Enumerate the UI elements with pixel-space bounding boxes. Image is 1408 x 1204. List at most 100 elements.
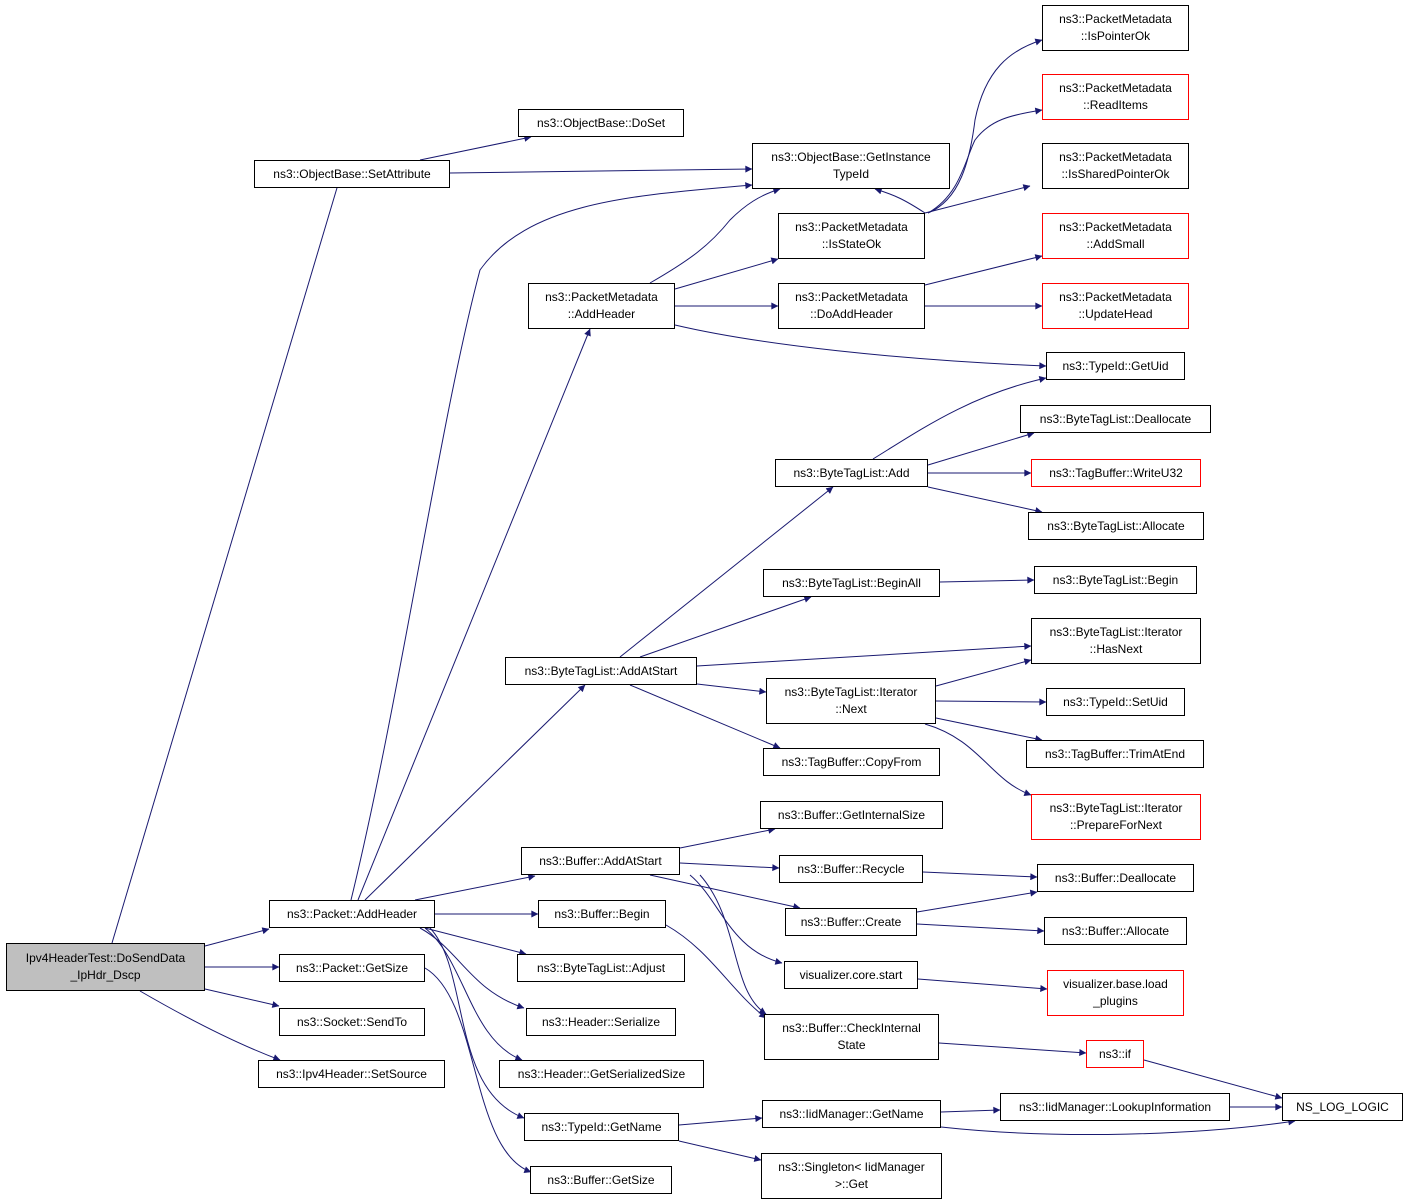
node-ns3-if[interactable]: ns3::if <box>1086 1040 1144 1068</box>
node-label-line: ns3::Buffer::GetInternalSize <box>777 807 926 822</box>
node-label-line: ns3::PacketMetadata <box>795 290 908 304</box>
node-sendto[interactable]: ns3::Socket::SendTo <box>279 1008 425 1036</box>
edge-viz_start-to-viz_loadplugins <box>917 978 1048 992</box>
edge-typeid_getname-to-iid_getname <box>678 1115 763 1126</box>
edge-btl_add-to-typeid_getuid <box>872 376 1047 460</box>
node-btl-add[interactable]: ns3::ByteTagList::Add <box>775 459 928 487</box>
node-label-line: ns3::ByteTagList::Iterator <box>784 685 918 699</box>
node-pm-issharedpointerok[interactable]: ns3::PacketMetadata::IsSharedPointerOk <box>1042 143 1189 189</box>
node-btl-begin[interactable]: ns3::ByteTagList::Begin <box>1034 566 1197 594</box>
node-label-line: ns3::Buffer::Allocate <box>1061 923 1170 938</box>
node-btli-preparefornext[interactable]: ns3::ByteTagList::Iterator::PrepareForNe… <box>1031 794 1201 840</box>
edge-buf_begin-to-buf_checkinternalstate <box>665 924 767 1019</box>
node-label-line: ns3::ObjectBase::SetAttribute <box>273 166 431 181</box>
edge-pm_isstateok-to-getinstancetypeid <box>874 187 926 214</box>
node-btl-beginall[interactable]: ns3::ByteTagList::BeginAll <box>763 569 940 597</box>
node-btli-next[interactable]: ns3::ByteTagList::Iterator::Next <box>766 678 936 724</box>
node-doset[interactable]: ns3::ObjectBase::DoSet <box>518 109 684 137</box>
edge-addheader-to-hdr_getserializedsize <box>424 927 523 1061</box>
node-label-line: ns3::TagBuffer::WriteU32 <box>1049 465 1183 480</box>
edge-addheader-to-typeid_getname <box>429 927 525 1119</box>
edge-buf_addatstart-to-buf_create <box>649 874 801 910</box>
node-root[interactable]: Ipv4HeaderTest::DoSendData_IpHdr_Dscp <box>6 943 205 991</box>
node-setsource[interactable]: ns3::Ipv4Header::SetSource <box>258 1060 445 1088</box>
node-label-line: ns3::Header::GetSerializedSize <box>517 1066 686 1081</box>
node-label-line: ns3::PacketMetadata <box>1059 290 1172 304</box>
node-hdr-getserializedsize[interactable]: ns3::Header::GetSerializedSize <box>499 1060 704 1088</box>
node-tb-trimatend[interactable]: ns3::TagBuffer::TrimAtEnd <box>1026 740 1204 768</box>
node-btl-adjust[interactable]: ns3::ByteTagList::Adjust <box>517 954 685 982</box>
node-buf-create[interactable]: ns3::Buffer::Create <box>785 908 917 936</box>
node-label-line: _IpHdr_Dscp <box>70 968 141 982</box>
edge-pm_isstateok-to-pm_issharedpointerok <box>924 184 1031 214</box>
edge-pm_addheader-to-typeid_getuid <box>674 324 1047 370</box>
node-typeid-getname[interactable]: ns3::TypeId::GetName <box>524 1113 679 1141</box>
node-viz-start[interactable]: visualizer.core.start <box>784 961 918 989</box>
edge-root-to-sendto <box>204 988 280 1008</box>
node-label-line: ns3::Socket::SendTo <box>296 1014 408 1029</box>
node-tb-copyfrom[interactable]: ns3::TagBuffer::CopyFrom <box>763 748 940 776</box>
node-btl-addatstart[interactable]: ns3::ByteTagList::AddAtStart <box>505 657 697 685</box>
edge-btl_addatstart-to-btli_hasnext <box>696 642 1032 667</box>
node-iid-lookupinformation[interactable]: ns3::IidManager::LookupInformation <box>1000 1093 1230 1121</box>
node-label-line: ns3::Buffer::AddAtStart <box>539 853 662 868</box>
node-label-line: ns3::TypeId::SetUid <box>1063 694 1168 709</box>
node-label-line: ::IsSharedPointerOk <box>1061 167 1170 181</box>
node-btli-hasnext[interactable]: ns3::ByteTagList::Iterator::HasNext <box>1031 618 1201 664</box>
node-hdr-serialize[interactable]: ns3::Header::Serialize <box>526 1008 676 1036</box>
node-typeid-setuid[interactable]: ns3::TypeId::SetUid <box>1046 688 1185 716</box>
node-typeid-getuid[interactable]: ns3::TypeId::GetUid <box>1046 352 1185 380</box>
node-iid-getname[interactable]: ns3::IidManager::GetName <box>762 1100 941 1128</box>
node-btl-deallocate[interactable]: ns3::ByteTagList::Deallocate <box>1020 405 1211 433</box>
node-buf-allocate[interactable]: ns3::Buffer::Allocate <box>1044 917 1187 945</box>
node-buf-getinternalsize[interactable]: ns3::Buffer::GetInternalSize <box>760 801 943 829</box>
node-label-line: ns3::ByteTagList::Deallocate <box>1039 411 1192 426</box>
node-pm-updatehead[interactable]: ns3::PacketMetadata::UpdateHead <box>1042 283 1189 329</box>
edge-buf_addatstart-to-buf_checkinternalstate <box>699 874 767 1015</box>
node-label-line: ns3::ByteTagList::Begin <box>1052 572 1179 587</box>
node-label-line: ns3::PacketMetadata <box>1059 12 1172 26</box>
node-buf-getsize[interactable]: ns3::Buffer::GetSize <box>530 1166 672 1194</box>
edge-buf_addatstart-to-viz_start <box>689 874 783 965</box>
edge-btl_addatstart-to-tb_copyfrom <box>629 684 781 749</box>
node-label-line: ns3::TagBuffer::CopyFrom <box>781 754 922 769</box>
edge-pm_addheader-to-getinstancetypeid <box>649 187 781 284</box>
node-getsize[interactable]: ns3::Packet::GetSize <box>279 954 425 982</box>
node-tb-writeu32[interactable]: ns3::TagBuffer::WriteU32 <box>1031 459 1201 487</box>
node-label-line: ns3::ObjectBase::DoSet <box>536 115 666 130</box>
node-label-line: visualizer.core.start <box>799 967 903 982</box>
edge-typeid_getname-to-singleton_get <box>678 1140 762 1162</box>
node-viz-loadplugins[interactable]: visualizer.base.load_plugins <box>1047 970 1184 1016</box>
node-pm-ispointerok[interactable]: ns3::PacketMetadata::IsPointerOk <box>1042 5 1189 51</box>
node-setattribute[interactable]: ns3::ObjectBase::SetAttribute <box>254 160 450 188</box>
edge-btli_next-to-tb_trimatend <box>935 717 1043 743</box>
node-btl-allocate[interactable]: ns3::ByteTagList::Allocate <box>1028 512 1204 540</box>
edge-btl_add-to-btl_deallocate <box>927 431 1035 466</box>
node-pm-readitems[interactable]: ns3::PacketMetadata::ReadItems <box>1042 74 1189 120</box>
node-singleton-get[interactable]: ns3::Singleton< IidManager>::Get <box>761 1153 942 1199</box>
node-addheader[interactable]: ns3::Packet::AddHeader <box>269 900 435 928</box>
node-label-line: Ipv4HeaderTest::DoSendData <box>25 951 186 965</box>
node-label-line: State <box>837 1038 866 1052</box>
node-label-line: ns3::Packet::GetSize <box>295 960 409 975</box>
node-label-line: ns3::ByteTagList::BeginAll <box>782 575 921 590</box>
node-pm-isstateok[interactable]: ns3::PacketMetadata::IsStateOk <box>778 213 925 259</box>
node-buf-addatstart[interactable]: ns3::Buffer::AddAtStart <box>521 847 680 875</box>
node-pm-addheader[interactable]: ns3::PacketMetadata::AddHeader <box>528 283 675 329</box>
node-label-line: ::IsPointerOk <box>1080 29 1151 43</box>
node-pm-doaddheader[interactable]: ns3::PacketMetadata::DoAddHeader <box>778 283 925 329</box>
node-label-line: ::AddSmall <box>1086 237 1145 251</box>
node-pm-addsmall[interactable]: ns3::PacketMetadata::AddSmall <box>1042 213 1189 259</box>
node-label-line: ns3::Buffer::Create <box>800 914 902 929</box>
node-buf-deallocate[interactable]: ns3::Buffer::Deallocate <box>1037 864 1194 892</box>
node-label-line: ns3::Singleton< IidManager <box>778 1160 925 1174</box>
node-label-line: ::PrepareForNext <box>1069 818 1163 832</box>
edge-getsize-to-buf_getsize <box>424 967 532 1174</box>
node-label-line: ns3::IidManager::LookupInformation <box>1018 1099 1212 1114</box>
node-label-line: ns3::Buffer::Deallocate <box>1054 870 1177 885</box>
node-ns-log-logic[interactable]: NS_LOG_LOGIC <box>1282 1093 1403 1121</box>
node-buf-recycle[interactable]: ns3::Buffer::Recycle <box>779 855 923 883</box>
node-buf-begin[interactable]: ns3::Buffer::Begin <box>538 900 666 928</box>
